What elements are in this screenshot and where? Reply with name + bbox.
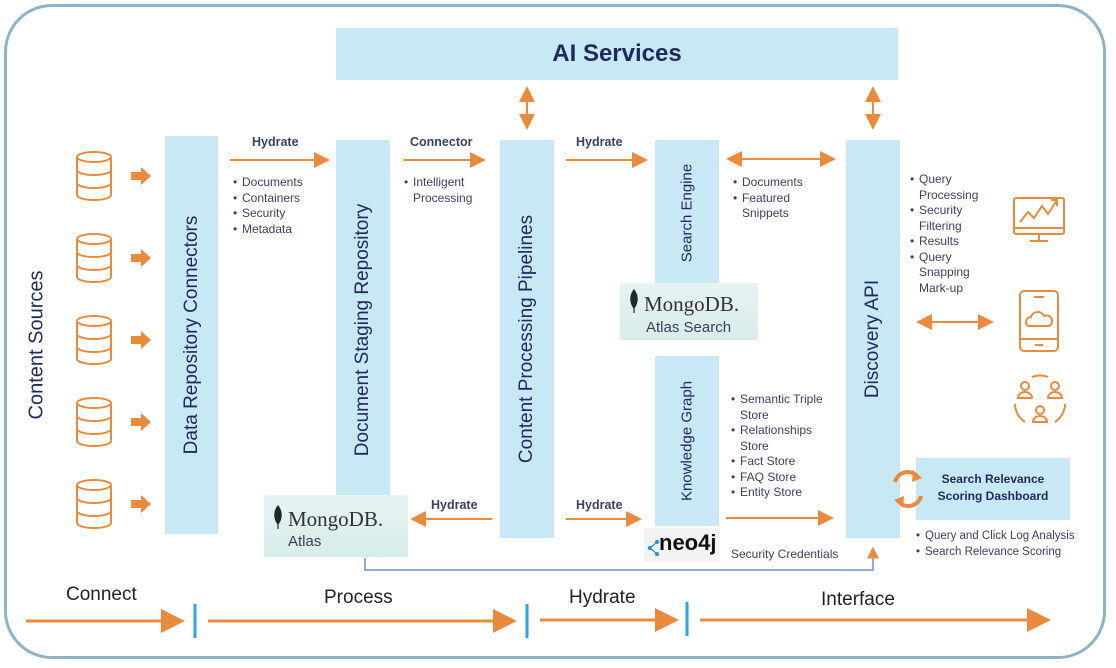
database-icon [76,479,112,529]
bullet: Relationships Store [731,423,823,454]
bullet: Search Relevance Scoring [916,545,1075,561]
database-icon [76,397,112,447]
neo4j-graph-icon [647,540,659,556]
search-relevance-dashboard-box: Search Relevance Scoring Dashboard [916,458,1070,520]
mongodb-atlas-search-product: Atlas Search [646,319,732,336]
mongodb-brand: MongoDB. [288,507,384,531]
security-credentials-label: Security Credentials [731,547,839,561]
search-to-api-bullets: Documents Featured Snippets [733,175,813,222]
mongodb-atlas-logo: MongoDB. Atlas [264,495,408,557]
users-network-icon [1014,374,1066,423]
bullet: Security [233,206,303,222]
bullet: Query and Click Log Analysis [916,529,1075,545]
neo4j-brand: neo4j [659,530,717,555]
connector-bullets: Intelligent Processing [404,175,484,206]
kg-to-api-bullets: Semantic Triple Store Relationships Stor… [731,392,823,501]
security-credentials-line [364,546,879,571]
mongodb-atlas-product: Atlas [288,533,322,550]
source-push-arrow [131,249,151,267]
bullet: Security Filtering [910,203,990,234]
api-out-bullets: Query Processing Security Filtering Resu… [910,172,990,296]
phase-process: Process [324,587,393,608]
bullet: FAQ Store [731,470,823,486]
source-push-arrow [131,495,151,513]
bullet: Featured Snippets [733,191,813,222]
bullet: Semantic Triple Store [731,392,823,423]
bullet: Intelligent Processing [404,175,484,206]
source-push-arrow [131,413,151,431]
dashboard-title-line1: Search Relevance [941,472,1045,486]
knowledge-graph-box: Knowledge Graph [655,356,719,526]
source-push-arrow [131,331,151,349]
hydrate-label-1: Hydrate [252,135,299,149]
discovery-api-box: Discovery API [846,140,900,538]
bullet: Query Snapping Mark-up [910,250,990,297]
phase-interface: Interface [821,589,895,610]
connector-label: Connector [410,135,473,149]
phase-connect: Connect [66,584,137,605]
hydrate-kg-label: Hydrate [576,498,623,512]
bullet: Query Processing [910,172,990,203]
mongodb-leaf-icon [628,289,640,318]
content-processing-pipelines-box: Content Processing Pipelines [500,140,554,538]
ai-services-box: AI Services [336,28,898,80]
mongodb-leaf-icon [272,505,284,534]
source-push-arrow [131,167,151,185]
search-engine-box: Search Engine [655,140,719,285]
bullet: Fact Store [731,454,823,470]
neo4j-logo: neo4j [644,528,720,562]
dashboard-bullets: Query and Click Log Analysis Search Rele… [916,529,1075,560]
dashboard-title-line2: Scoring Dashboard [937,489,1049,503]
mobile-cloud-icon [1019,290,1059,352]
content-source-databases [76,151,151,529]
document-staging-repository-box: Document Staging Repository [336,140,390,498]
mongodb-atlas-search-logo: MongoDB. Atlas Search [620,283,758,340]
bullet: Documents [233,175,303,191]
bullet: Containers [233,191,303,207]
database-icon [76,151,112,201]
monitor-chart-icon [1013,197,1065,242]
phase-hydrate: Hydrate [569,587,636,608]
mongodb-brand: MongoDB. [644,292,740,316]
database-icon [76,315,112,365]
ai-services-title: AI Services [552,40,682,67]
diagram-frame [4,4,1106,659]
bullet: Documents [733,175,813,191]
hydrate-1-bullets: Documents Containers Security Metadata [233,175,303,237]
bullet: Metadata [233,222,303,238]
hydrate-back-label: Hydrate [431,498,478,512]
database-icon [76,233,112,283]
data-repository-connectors-box: Data Repository Connectors [165,136,218,534]
bullet: Results [910,234,990,250]
bullet: Entity Store [731,485,823,501]
hydrate-label-2: Hydrate [576,135,623,149]
